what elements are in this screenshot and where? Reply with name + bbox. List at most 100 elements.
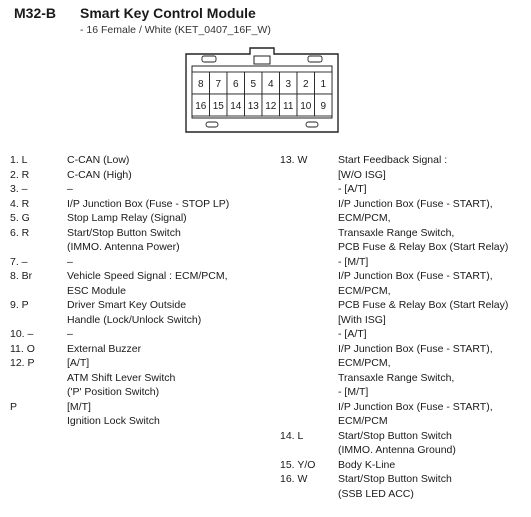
pin-row: P [M/T] bbox=[10, 400, 280, 415]
pin-label: 14. L bbox=[280, 429, 304, 442]
pin-description: C-CAN (Low) bbox=[67, 154, 130, 166]
pin-label: 8. Br bbox=[10, 270, 33, 282]
pin-description: ECM/PCM, bbox=[338, 212, 391, 224]
pin-number: 8 bbox=[198, 79, 204, 90]
pin-description: PCB Fuse & Relay Box (Start Relay) bbox=[338, 299, 509, 311]
pin-row: 13. W Start Feedback Signal : bbox=[280, 153, 531, 168]
pin-row: 4. R I/P Junction Box (Fuse - STOP LP) bbox=[10, 197, 280, 212]
pin-label: 11. O bbox=[10, 342, 35, 355]
pin-description: (IMMO. Antenna Ground) bbox=[338, 444, 456, 456]
pin-description: - [M/T] bbox=[338, 386, 369, 398]
pin-row: PCB Fuse & Relay Box (Start Relay) bbox=[280, 240, 531, 255]
pin-row: - [A/T] bbox=[280, 182, 531, 197]
pin-row: ATM Shift Lever Switch bbox=[10, 371, 280, 386]
pin-number: 9 bbox=[320, 101, 326, 112]
pin-description: [With ISG] bbox=[338, 313, 386, 326]
pin-label: 3. – bbox=[10, 183, 28, 195]
pin-number: 3 bbox=[285, 79, 291, 90]
pin-cell bbox=[314, 93, 333, 117]
pin-description: ATM Shift Lever Switch bbox=[67, 371, 176, 384]
pin-description: I/P Junction Box (Fuse - START), bbox=[338, 270, 493, 282]
connector-tab-right bbox=[307, 55, 323, 63]
pin-description: Body K-Line bbox=[338, 458, 396, 471]
right-pin-list: 13. W Start Feedback Signal : [W/O ISG] - [… bbox=[280, 153, 531, 501]
pin-description: I/P Junction Box (Fuse - STOP LP) bbox=[67, 197, 230, 210]
pin-row: 14. L Start/Stop Button Switch bbox=[280, 429, 531, 444]
pin-description: Start/Stop Button Switch bbox=[338, 429, 452, 442]
pin-number: 10 bbox=[300, 101, 312, 112]
pin-description: Transaxle Range Switch, bbox=[338, 226, 455, 239]
page-title: Smart Key Control Module bbox=[80, 5, 256, 21]
pin-description: – bbox=[67, 255, 73, 268]
pin-description: Start Feedback Signal : bbox=[338, 154, 448, 166]
pin-number: 4 bbox=[268, 79, 274, 90]
pin-row: ECM/PCM, bbox=[280, 284, 531, 299]
connector-slot-left bbox=[205, 121, 219, 128]
pin-row: I/P Junction Box (Fuse - START), bbox=[280, 342, 531, 357]
pin-label: 12. P bbox=[10, 357, 35, 369]
pin-row: I/P Junction Box (Fuse - START), bbox=[280, 197, 531, 212]
pin-number: 2 bbox=[303, 79, 309, 90]
pin-row: 6. R Start/Stop Button Switch bbox=[10, 226, 280, 241]
pin-row: ECM/PCM, bbox=[280, 211, 531, 226]
pin-description: ECM/PCM bbox=[338, 415, 388, 427]
pin-description: Ignition Lock Switch bbox=[67, 415, 160, 427]
pin-description: I/P Junction Box (Fuse - START), bbox=[338, 400, 493, 413]
pin-description: ('P' Position Switch) bbox=[67, 386, 160, 398]
pin-number: 13 bbox=[248, 101, 260, 112]
connector-tab-left bbox=[201, 55, 217, 63]
pin-row: Handle (Lock/Unlock Switch) bbox=[10, 313, 280, 328]
pin-number: 16 bbox=[195, 101, 207, 112]
connector-subtitle: - 16 Female / White (KET_0407_16F_W) bbox=[80, 24, 271, 36]
pin-description: - [M/T] bbox=[338, 255, 369, 268]
connector-code: M32-B bbox=[14, 5, 57, 21]
pin-description: I/P Junction Box (Fuse - START), bbox=[338, 342, 493, 355]
pin-row: Transaxle Range Switch, bbox=[280, 371, 531, 386]
pin-description: (SSB LED ACC) bbox=[338, 487, 414, 500]
pin-row: 10. – – bbox=[10, 327, 280, 342]
pin-row: ('P' Position Switch) bbox=[10, 385, 280, 400]
connector-latch bbox=[253, 55, 271, 65]
pin-row: I/P Junction Box (Fuse - START), bbox=[280, 269, 531, 284]
pin-row: 8. Br Vehicle Speed Signal : ECM/PCM, bbox=[10, 269, 280, 284]
pin-label: 10. – bbox=[10, 328, 34, 340]
pin-description: Stop Lamp Relay (Signal) bbox=[67, 212, 187, 224]
pin-description: - [A/T] bbox=[338, 328, 367, 340]
pin-row: [W/O ISG] bbox=[280, 168, 531, 183]
pin-row: - [A/T] bbox=[280, 327, 531, 342]
pin-row: [With ISG] bbox=[280, 313, 531, 328]
pin-description: Start/Stop Button Switch bbox=[338, 473, 452, 485]
pin-description: Start/Stop Button Switch bbox=[67, 226, 181, 239]
pin-label: P bbox=[10, 400, 18, 413]
pin-label: 6. R bbox=[10, 226, 30, 239]
pin-row: - [M/T] bbox=[280, 255, 531, 270]
pin-description: [W/O ISG] bbox=[338, 168, 386, 181]
pin-row: ECM/PCM bbox=[280, 414, 531, 429]
pin-description: ESC Module bbox=[67, 284, 126, 297]
pin-description: [M/T] bbox=[67, 400, 91, 413]
pin-number: 7 bbox=[215, 79, 221, 90]
pin-row: PCB Fuse & Relay Box (Start Relay) bbox=[280, 298, 531, 313]
pin-description: Vehicle Speed Signal : ECM/PCM, bbox=[67, 270, 228, 282]
pin-description: (IMMO. Antenna Power) bbox=[67, 241, 180, 253]
pin-number: 14 bbox=[230, 101, 242, 112]
pin-description: C-CAN (High) bbox=[67, 168, 132, 181]
pin-label: 13. W bbox=[280, 154, 308, 166]
pin-row: ECM/PCM, bbox=[280, 356, 531, 371]
pin-number: 11 bbox=[283, 101, 294, 112]
connector-slot-right bbox=[305, 121, 319, 128]
pin-description: – bbox=[67, 328, 73, 340]
pin-label: 4. R bbox=[10, 197, 30, 210]
pin-description: [A/T] bbox=[67, 357, 90, 369]
pin-label: 7. – bbox=[10, 255, 28, 268]
pin-description: - [A/T] bbox=[338, 183, 367, 195]
